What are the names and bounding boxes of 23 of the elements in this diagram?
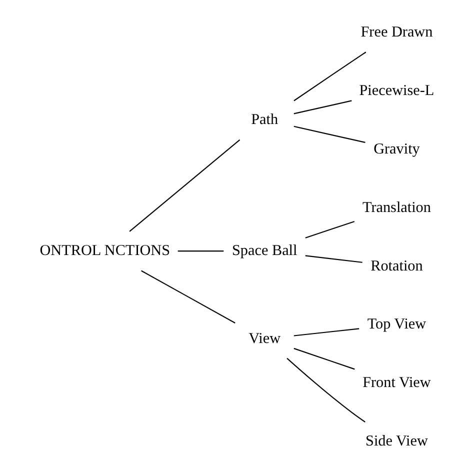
connector: [294, 126, 366, 143]
node-text: Top View: [367, 316, 426, 333]
connector: [129, 139, 240, 232]
connector: [294, 328, 360, 336]
node-text: ONTROL NCTIONS: [40, 242, 170, 260]
node-text: Front View: [362, 374, 431, 392]
node-text: View: [248, 330, 281, 347]
connector: [141, 270, 236, 324]
connector: [305, 221, 355, 238]
connector: [178, 250, 224, 252]
connector: [294, 100, 352, 114]
node-text: Space Ball: [232, 242, 298, 260]
connector: [294, 52, 366, 102]
node-text: Piecewise-L: [359, 82, 434, 99]
node-text: Side View: [366, 432, 428, 450]
node-text: Rotation: [370, 257, 423, 274]
node-text: Path: [251, 111, 278, 128]
node-text: Gravity: [374, 140, 420, 158]
node-text: Free Drawn: [360, 23, 433, 40]
connector: [305, 255, 362, 263]
connector: [294, 348, 355, 370]
connector: [286, 358, 366, 422]
node-text: Translation: [362, 198, 431, 216]
